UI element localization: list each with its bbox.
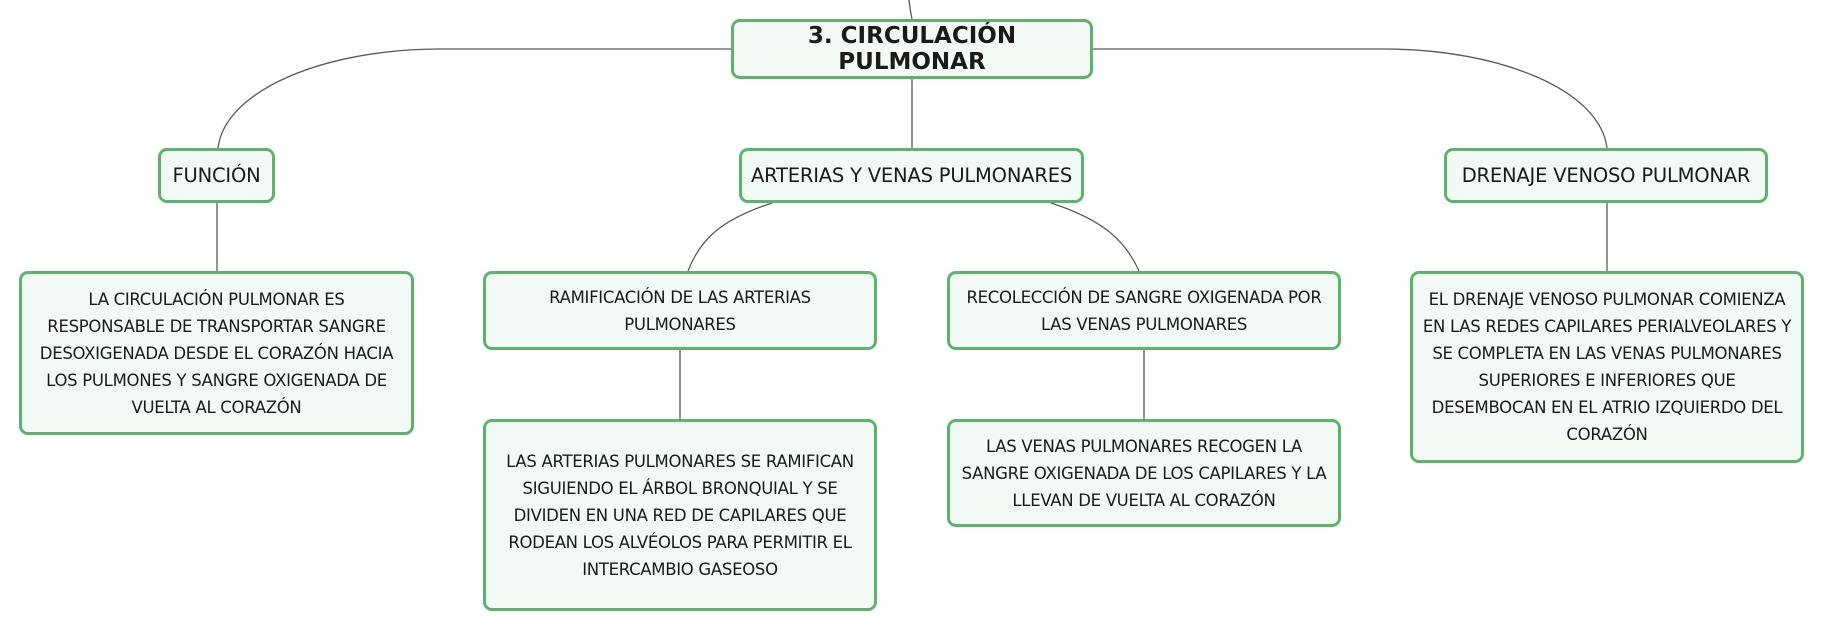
subtopic-funcion-desc-label: LA CIRCULACIÓN PULMONAR ES RESPONSABLE D…	[39, 289, 394, 417]
topic-arterias-venas-label: ARTERIAS Y VENAS PULMONARES	[750, 164, 1073, 187]
topic-arterias-venas-node[interactable]: ARTERIAS Y VENAS PULMONARES	[739, 148, 1084, 203]
subtopic-recoleccion-desc-label: LAS VENAS PULMONARES RECOGEN LA SANGRE O…	[961, 436, 1327, 510]
subtopic-funcion-desc-node[interactable]: LA CIRCULACIÓN PULMONAR ES RESPONSABLE D…	[19, 271, 414, 435]
subtopic-drenaje-desc-node[interactable]: EL DRENAJE VENOSO PULMONAR COMIENZA EN L…	[1410, 271, 1804, 463]
topic-drenaje-venoso-label: DRENAJE VENOSO PULMONAR	[1461, 164, 1751, 187]
topic-funcion-label: FUNCIÓN	[172, 164, 261, 187]
root-topic-label: 3. CIRCULACIÓN PULMONAR	[807, 23, 1017, 75]
subtopic-recoleccion-label: RECOLECCIÓN DE SANGRE OXIGENADA POR LAS …	[966, 287, 1322, 334]
subtopic-recoleccion-node[interactable]: RECOLECCIÓN DE SANGRE OXIGENADA POR LAS …	[947, 271, 1341, 350]
subtopic-recoleccion-desc-node[interactable]: LAS VENAS PULMONARES RECOGEN LA SANGRE O…	[947, 419, 1341, 527]
subtopic-ramificacion-label: RAMIFICACIÓN DE LAS ARTERIAS PULMONARES	[549, 287, 811, 334]
topic-drenaje-venoso-node[interactable]: DRENAJE VENOSO PULMONAR	[1444, 148, 1768, 203]
subtopic-drenaje-desc-label: EL DRENAJE VENOSO PULMONAR COMIENZA EN L…	[1422, 290, 1792, 444]
connector-arterias-recoleccion	[1050, 202, 1140, 272]
connector-root-parent	[908, 0, 913, 20]
subtopic-ramificacion-desc-label: LAS ARTERIAS PULMONARES SE RAMIFICAN SIG…	[506, 451, 854, 579]
connector-root-drenaje	[1093, 48, 1608, 149]
topic-funcion-node[interactable]: FUNCIÓN	[158, 148, 275, 203]
subtopic-ramificacion-node[interactable]: RAMIFICACIÓN DE LAS ARTERIAS PULMONARES	[483, 271, 877, 350]
subtopic-ramificacion-desc-node[interactable]: LAS ARTERIAS PULMONARES SE RAMIFICAN SIG…	[483, 419, 877, 611]
connector-root-funcion	[217, 48, 731, 149]
root-topic-node[interactable]: 3. CIRCULACIÓN PULMONAR	[731, 19, 1093, 79]
connector-arterias-ramificacion	[687, 202, 773, 272]
